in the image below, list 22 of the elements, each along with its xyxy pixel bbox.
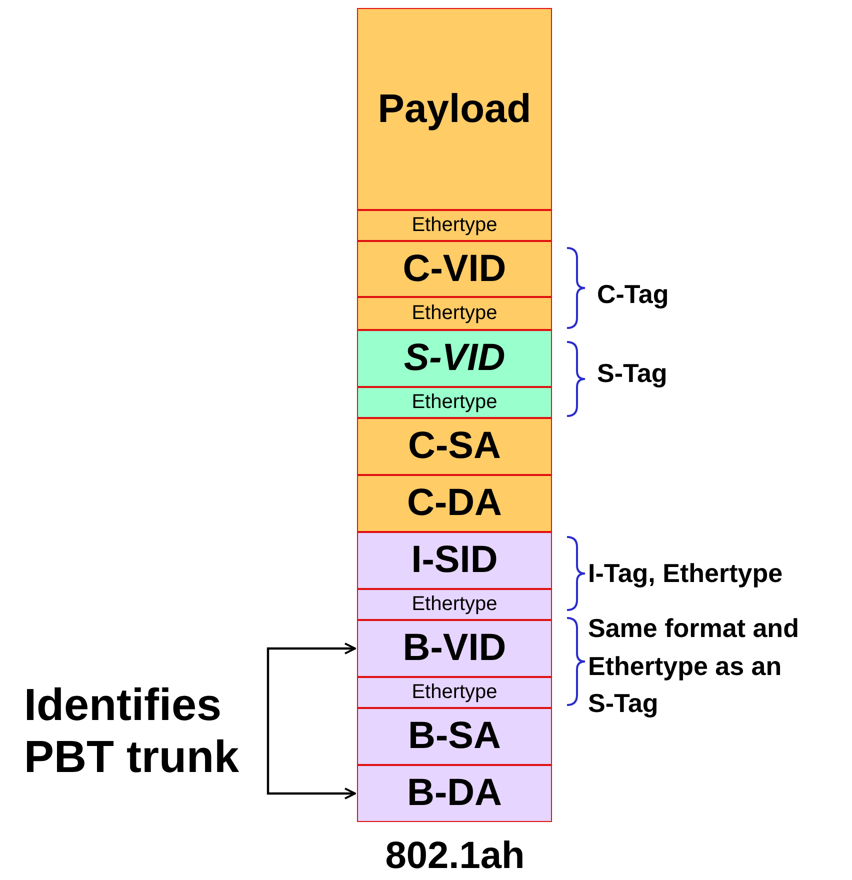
header-field: Payload bbox=[357, 8, 552, 210]
header-field: C-VID bbox=[357, 241, 552, 297]
tag-label: C-Tag bbox=[597, 278, 670, 311]
header-field: Ethertype bbox=[357, 677, 552, 708]
header-field: S-VID bbox=[357, 330, 552, 387]
header-field: B-DA bbox=[357, 765, 552, 822]
tag-label: I-Tag, Ethertype bbox=[588, 557, 784, 590]
header-field: B-SA bbox=[357, 708, 552, 765]
header-field: Ethertype bbox=[357, 210, 552, 241]
tag-label: S-Tag bbox=[597, 357, 668, 390]
header-field: C-DA bbox=[357, 475, 552, 532]
header-field: Ethertype bbox=[357, 297, 552, 330]
annotation-text: Identifies PBT trunk bbox=[24, 672, 264, 790]
header-field: C-SA bbox=[357, 418, 552, 475]
caption: 802.1ah bbox=[384, 835, 526, 878]
tag-label: Same format and Ethertype as an S-Tag bbox=[588, 612, 800, 720]
header-field: B-VID bbox=[357, 620, 552, 677]
header-field: I-SID bbox=[357, 532, 552, 589]
arrow bbox=[266, 720, 356, 800]
header-field: Ethertype bbox=[357, 387, 552, 418]
header-field: Ethertype bbox=[357, 589, 552, 620]
arrow bbox=[266, 642, 356, 720]
